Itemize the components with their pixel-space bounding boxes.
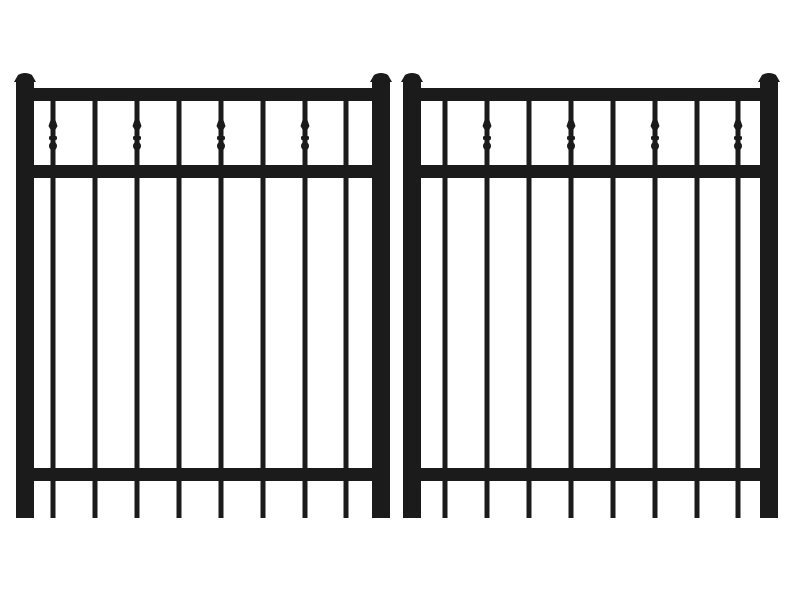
finial-tip bbox=[566, 113, 576, 134]
gate-left-left-post bbox=[14, 73, 36, 518]
finial-collar bbox=[49, 136, 57, 140]
gate-right-picket bbox=[610, 92, 616, 518]
gate-left-picket bbox=[260, 92, 266, 518]
post-cap bbox=[370, 73, 392, 82]
finial-collar bbox=[734, 136, 742, 140]
finial-collar bbox=[483, 136, 491, 140]
spear-finial-icon bbox=[132, 113, 142, 151]
finial-bulb bbox=[483, 141, 491, 151]
spear-finial-icon bbox=[300, 113, 310, 151]
finial-collar bbox=[217, 136, 225, 140]
spear-finial-icon bbox=[216, 113, 226, 151]
gate-left-picket bbox=[50, 92, 56, 518]
post-body bbox=[372, 80, 390, 518]
post-body bbox=[16, 80, 34, 518]
spear-finial-icon bbox=[650, 113, 660, 151]
spear-finial-icon bbox=[482, 113, 492, 151]
gate-left-picket bbox=[134, 92, 140, 518]
finial-bulb bbox=[651, 141, 659, 151]
gate-right-left-post bbox=[401, 73, 423, 518]
gate-right-middle-rail bbox=[419, 165, 762, 178]
post-cap bbox=[14, 73, 36, 82]
gate-right bbox=[401, 73, 780, 518]
finial-bulb bbox=[133, 141, 141, 151]
gate-left-middle-rail bbox=[32, 165, 374, 178]
finial-tip bbox=[300, 113, 310, 134]
post-body bbox=[403, 80, 421, 518]
finial-collar bbox=[133, 136, 141, 140]
finial-bulb bbox=[217, 141, 225, 151]
gate-left-picket bbox=[302, 92, 308, 518]
gate-left-picket bbox=[176, 92, 182, 518]
finial-collar bbox=[567, 136, 575, 140]
gate-right-top-rail bbox=[419, 88, 762, 101]
finial-tip bbox=[216, 113, 226, 134]
finial-tip bbox=[733, 113, 743, 134]
finial-tip bbox=[132, 113, 142, 134]
finial-bulb bbox=[301, 141, 309, 151]
gate-right-picket bbox=[735, 92, 741, 518]
finial-collar bbox=[301, 136, 309, 140]
finial-tip bbox=[650, 113, 660, 134]
post-cap bbox=[758, 73, 780, 82]
gate-right-right-post bbox=[758, 73, 780, 518]
gate-left-picket bbox=[92, 92, 98, 518]
gate-left-picket bbox=[218, 92, 224, 518]
gate-right-picket bbox=[568, 92, 574, 518]
post-body bbox=[760, 80, 778, 518]
gate-left-bottom-rail bbox=[32, 468, 374, 481]
gate-left-top-rail bbox=[32, 88, 374, 101]
gates bbox=[14, 73, 780, 518]
gate-right-picket bbox=[694, 92, 700, 518]
gate-left-picket bbox=[343, 92, 349, 518]
spear-finial-icon bbox=[48, 113, 58, 151]
gate-right-picket bbox=[484, 92, 490, 518]
gate-right-bottom-rail bbox=[419, 468, 762, 481]
finial-bulb bbox=[734, 141, 742, 151]
gate-right-picket bbox=[526, 92, 532, 518]
spear-finial-icon bbox=[566, 113, 576, 151]
finial-tip bbox=[482, 113, 492, 134]
gate-right-picket bbox=[652, 92, 658, 518]
finial-tip bbox=[48, 113, 58, 134]
post-cap bbox=[401, 73, 423, 82]
gate-left-right-post bbox=[370, 73, 392, 518]
spear-finial-icon bbox=[733, 113, 743, 151]
finial-collar bbox=[651, 136, 659, 140]
finial-bulb bbox=[49, 141, 57, 151]
finial-bulb bbox=[567, 141, 575, 151]
gate-right-picket bbox=[442, 92, 448, 518]
gate-left bbox=[14, 73, 392, 518]
